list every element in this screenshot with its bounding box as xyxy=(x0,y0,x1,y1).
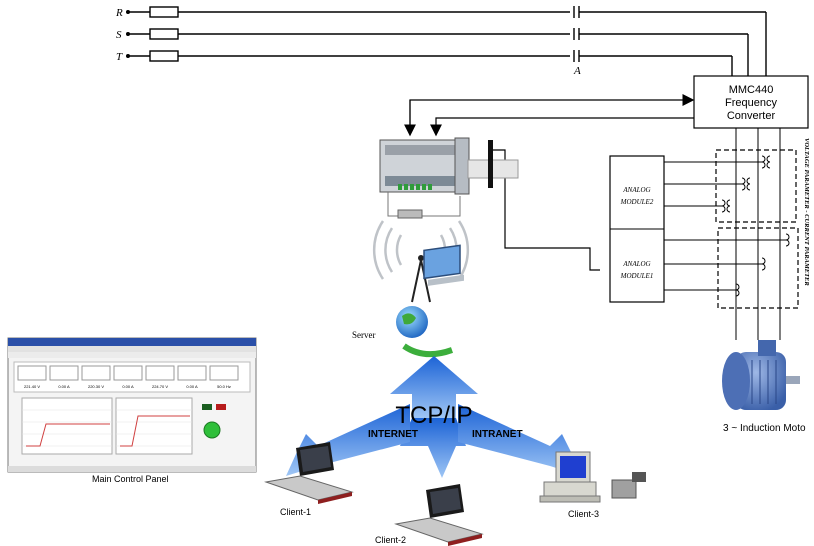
induction-motor xyxy=(722,340,800,410)
client-3-desktop-icon xyxy=(539,451,646,503)
panel-readout-3: 220.30 V xyxy=(88,384,104,389)
main-control-panel: 221.40 V 0.00 A 220.30 V 0.00 A 224.70 V… xyxy=(7,337,257,473)
panel-indicators xyxy=(202,404,226,439)
phase-s-label: S xyxy=(116,29,122,41)
server-label: Server xyxy=(352,330,376,340)
client-1-laptop-icon xyxy=(264,442,354,504)
intranet-label: INTRANET xyxy=(472,429,523,440)
sensor-side-label: VOLTAGE PARAMETER - CURRENT PARAMETER xyxy=(803,138,810,286)
internet-label: INTERNET xyxy=(368,429,418,440)
client-2-laptop-icon xyxy=(394,484,484,546)
analog-module1-line2: MODULE1 xyxy=(620,272,654,280)
contactor-label: A xyxy=(573,65,581,77)
analog-module1-line1: ANALOG xyxy=(622,260,650,268)
server-icon xyxy=(396,244,464,358)
panel-readout-6: 0.00 A xyxy=(186,384,198,389)
sensor-wiring xyxy=(664,128,786,340)
panel-readout-4: 0.00 A xyxy=(122,384,134,389)
panel-readout-1: 221.40 V xyxy=(24,384,40,389)
converter-line2: Frequency xyxy=(725,97,777,109)
client-2-label: Client-2 xyxy=(375,535,406,545)
voltage-sensor-box xyxy=(715,149,797,223)
supply-terminals xyxy=(126,10,130,58)
panel-readout-7: 50.0 Hz xyxy=(217,384,231,389)
panel-caption: Main Control Panel xyxy=(92,474,169,484)
phase-t-label: T xyxy=(116,51,123,63)
supply-lines xyxy=(128,6,767,76)
motor-label: 3 ~ Induction Moto xyxy=(723,423,806,434)
analog-module2-line1: ANALOG xyxy=(622,186,650,194)
panel-readout-5: 224.70 V xyxy=(152,384,168,389)
converter-box xyxy=(693,75,809,129)
phase-r-label: R xyxy=(115,7,123,19)
analog-modules xyxy=(609,155,665,303)
client-1-label: Client-1 xyxy=(280,507,311,517)
current-sensor-box xyxy=(717,227,799,309)
transformer-coils xyxy=(721,155,790,297)
panel-trend-plots xyxy=(21,397,193,455)
converter-line1: MMC440 xyxy=(729,84,774,96)
analog-module2-line2: MODULE2 xyxy=(620,198,654,206)
plc-unit xyxy=(379,137,519,219)
client-3-label: Client-3 xyxy=(568,509,599,519)
converter-line3: Converter xyxy=(727,110,776,122)
plc-converter-links xyxy=(404,94,695,271)
panel-gauges xyxy=(17,365,239,381)
tcp-ip-label: TCP/IP xyxy=(395,402,472,429)
panel-readout-2: 0.00 A xyxy=(58,384,70,389)
